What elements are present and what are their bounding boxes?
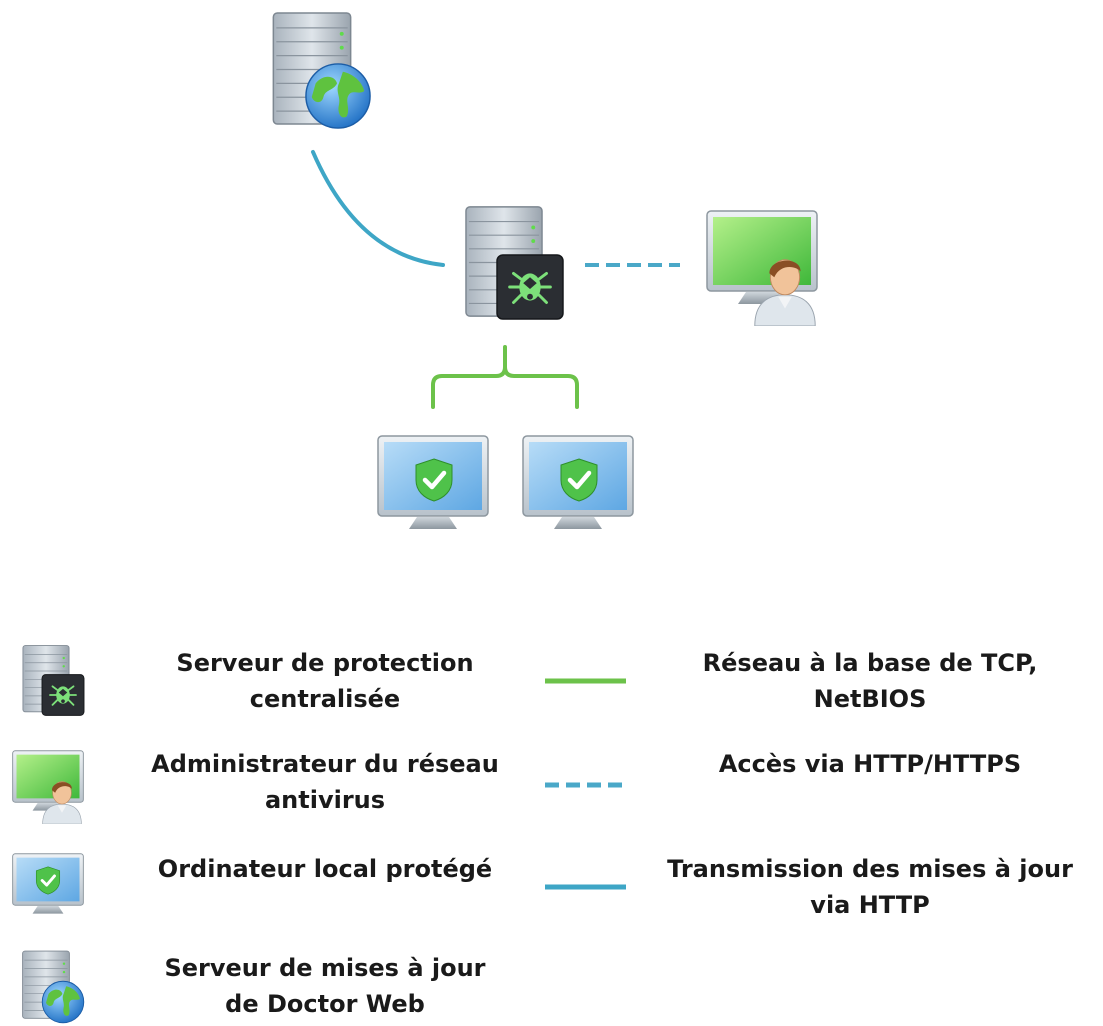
- legend-label-protected-pc: Ordinateur local protégé: [157, 855, 493, 883]
- shield-check-icon: [35, 866, 61, 895]
- protected-computer-node-1: [377, 435, 489, 530]
- central-protection-server-node: [465, 206, 565, 320]
- legend-label-central-server: Serveur de protection centralisée: [176, 649, 474, 713]
- drweb-spider-icon: [41, 674, 85, 716]
- legend-icon-admin: [12, 750, 84, 824]
- legend-label-update-http: Transmission des mises à jour via HTTP: [667, 855, 1073, 919]
- update-server-node: [272, 12, 371, 129]
- admin-workstation-node: [706, 210, 818, 326]
- legend-icon-central-server: [22, 645, 85, 716]
- globe-icon: [305, 63, 371, 129]
- monitor-icon: [12, 750, 84, 812]
- local-network-brace: [431, 345, 579, 409]
- legend-label-network-tcp: Réseau à la base de TCP, NetBIOS: [702, 649, 1038, 713]
- protected-computer-node-2: [522, 435, 634, 530]
- legend-label-access-http: Accès via HTTP/HTTPS: [718, 750, 1022, 778]
- legend-label-admin: Administrateur du réseau antivirus: [151, 750, 499, 814]
- globe-icon: [41, 980, 85, 1024]
- legend-icon-protected-pc: [12, 853, 84, 915]
- update-link-line: [311, 150, 445, 267]
- drweb-spider-icon: [495, 254, 565, 320]
- monitor-icon: [706, 210, 818, 305]
- legend-label-update-server: Serveur de mises à jour de Doctor Web: [164, 954, 486, 1018]
- legend-icon-update-server: [22, 950, 85, 1024]
